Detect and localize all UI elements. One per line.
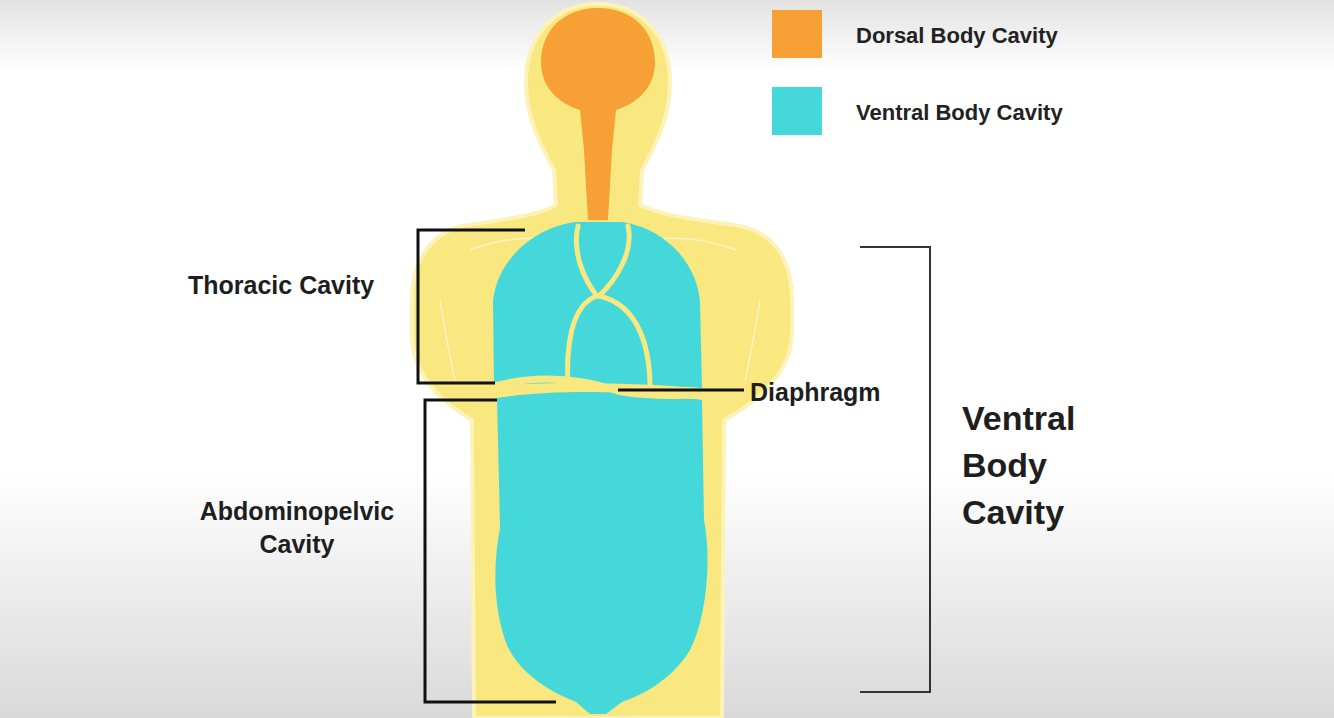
structure-label: Diaphragm	[750, 377, 881, 407]
abdominopelvic-bracket	[425, 400, 556, 702]
thoracic-bracket	[418, 230, 525, 383]
ventral-bracket	[860, 247, 930, 692]
cavity-label: Abdominopelvic Cavity	[177, 495, 417, 561]
legend-swatch	[772, 10, 822, 58]
cavity-label: Thoracic Cavity	[188, 270, 374, 300]
legend-swatch	[772, 87, 822, 135]
diaphragm-leader	[618, 389, 744, 392]
abdominopelvic-cavity	[495, 392, 707, 714]
diaphragm-band	[494, 379, 703, 396]
legend-text: Ventral Body Cavity	[856, 100, 1063, 126]
bracket-label: Ventral Body Cavity	[962, 395, 1112, 536]
legend-text: Dorsal Body Cavity	[856, 23, 1058, 49]
mediastinum-lines	[568, 226, 650, 388]
dorsal-cavity	[541, 8, 655, 220]
body-silhouette	[412, 4, 792, 718]
thoracic-cavity	[493, 222, 702, 388]
